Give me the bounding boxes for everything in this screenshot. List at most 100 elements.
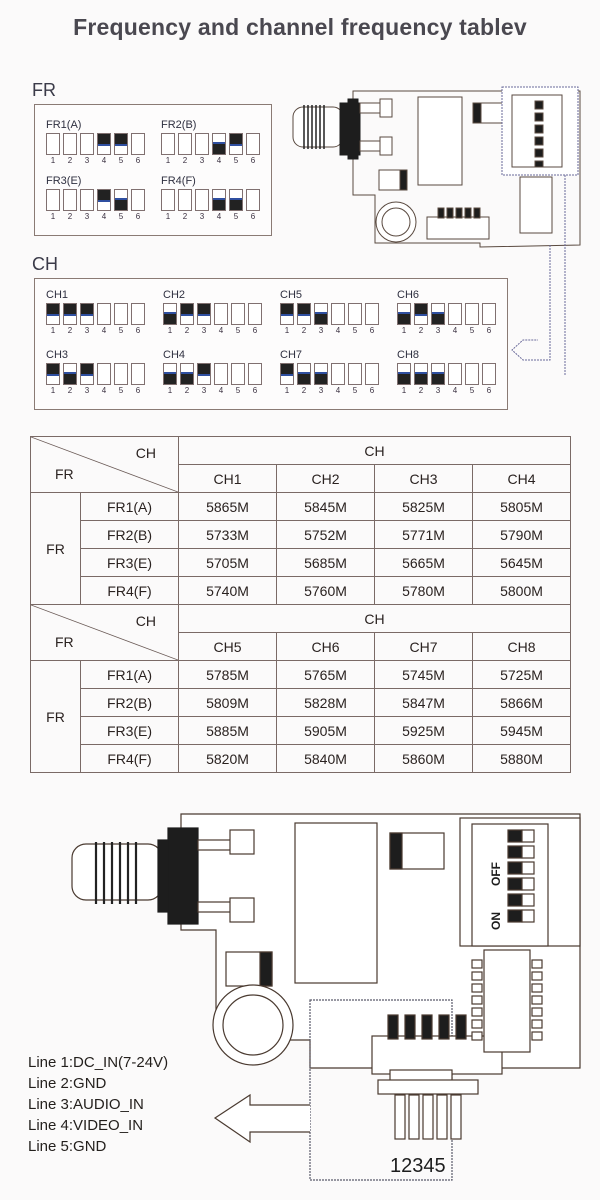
- switch-number: 2: [418, 326, 424, 335]
- switch-knob-up: [98, 190, 110, 202]
- ch-group-name: CH5: [280, 289, 303, 301]
- dip-switch-4: [331, 363, 345, 385]
- ch-group-name: CH1: [46, 289, 69, 301]
- dip-switch-1: [46, 363, 60, 385]
- frequency-cell: 5866M: [472, 688, 571, 717]
- dip-switch-5: [231, 363, 245, 385]
- switch-number: 4: [218, 326, 224, 335]
- frequency-cell: 5945M: [472, 716, 571, 745]
- switch-number: 6: [369, 326, 375, 335]
- switch-number: 6: [250, 212, 256, 221]
- switch-number: 2: [301, 326, 307, 335]
- fr-section-label: FR: [32, 80, 56, 100]
- fr-group-header: FR: [30, 660, 81, 773]
- switch-number: 1: [50, 156, 56, 165]
- frequency-cell: 5840M: [276, 744, 375, 773]
- switch-number: 5: [118, 386, 124, 395]
- switch-number: 3: [435, 386, 441, 395]
- switch-number: 4: [335, 326, 341, 335]
- frequency-cell: 5760M: [276, 576, 375, 605]
- switch-knob-down: [415, 372, 427, 384]
- switch-knob-up: [81, 364, 93, 376]
- dip-switch-1: [46, 133, 60, 155]
- switch-knob-up: [181, 304, 193, 316]
- dip-switch-2: [180, 303, 194, 325]
- dip-switch-3: [195, 133, 209, 155]
- dip-switch-3: [314, 303, 328, 325]
- switch-number: 3: [84, 212, 90, 221]
- dip-switch-5: [465, 303, 479, 325]
- switch-number: 5: [469, 386, 475, 395]
- switch-number: 5: [118, 156, 124, 165]
- switch-number: 1: [165, 156, 171, 165]
- switch-number: 1: [284, 386, 290, 395]
- board-diagram-top: [292, 86, 581, 375]
- switch-number: 3: [435, 326, 441, 335]
- switch-number: 5: [352, 386, 358, 395]
- band-label: FR1(A): [80, 660, 179, 689]
- pinout-line: Line 3:AUDIO_IN: [28, 1096, 144, 1113]
- switch-knob-down: [398, 312, 410, 324]
- dip-switch-1: [163, 303, 177, 325]
- frequency-cell: 5790M: [472, 520, 571, 549]
- dip-switch-6: [482, 363, 496, 385]
- switch-knob-down: [315, 312, 327, 324]
- dip-switch-5: [229, 133, 243, 155]
- switch-knob-up: [198, 364, 210, 376]
- frequency-cell: 5771M: [374, 520, 473, 549]
- page-title: Frequency and channel frequency tablev: [73, 14, 527, 40]
- frequency-cell: 5740M: [178, 576, 277, 605]
- dip-switch-5: [114, 303, 128, 325]
- dip-switch-5: [229, 189, 243, 211]
- pinout-line: Line 5:GND: [28, 1138, 107, 1155]
- frequency-cell: 5685M: [276, 548, 375, 577]
- switch-number: 3: [201, 326, 207, 335]
- dip-switch-6: [246, 189, 260, 211]
- dip-switch-4: [212, 189, 226, 211]
- band-label: FR2(B): [80, 688, 179, 717]
- switch-number: 4: [216, 156, 222, 165]
- dip-switch-1: [397, 303, 411, 325]
- dip-switch-6: [246, 133, 260, 155]
- frequency-cell: 5752M: [276, 520, 375, 549]
- switch-number: 6: [486, 386, 492, 395]
- channel-header: CH7: [374, 632, 473, 661]
- ch-group-header: CH: [178, 604, 571, 633]
- band-label: FR4(F): [80, 576, 179, 605]
- switch-number: 5: [235, 326, 241, 335]
- switch-knob-down: [398, 372, 410, 384]
- switch-knob-up: [64, 304, 76, 316]
- switch-number: 6: [135, 156, 141, 165]
- switch-number: 3: [84, 156, 90, 165]
- dip-switch-2: [63, 303, 77, 325]
- switch-number: 2: [418, 386, 424, 395]
- frequency-cell: 5828M: [276, 688, 375, 717]
- switch-knob-up: [415, 304, 427, 316]
- switch-number: 3: [201, 386, 207, 395]
- dip-switch-2: [297, 363, 311, 385]
- frequency-cell: 5645M: [472, 548, 571, 577]
- switch-number: 2: [184, 326, 190, 335]
- switch-knob-up: [115, 134, 127, 146]
- frequency-cell: 5925M: [374, 716, 473, 745]
- switch-number: 4: [101, 386, 107, 395]
- dip-switch-4: [97, 363, 111, 385]
- switch-number: 3: [318, 326, 324, 335]
- dip-switch-2: [414, 363, 428, 385]
- band-label: FR1(A): [80, 492, 179, 521]
- switch-number: 6: [250, 156, 256, 165]
- frequency-cell: 5705M: [178, 548, 277, 577]
- dip-switch-3: [197, 363, 211, 385]
- switch-number: 3: [84, 386, 90, 395]
- switch-number: 3: [199, 212, 205, 221]
- diagonal-line: [31, 437, 178, 492]
